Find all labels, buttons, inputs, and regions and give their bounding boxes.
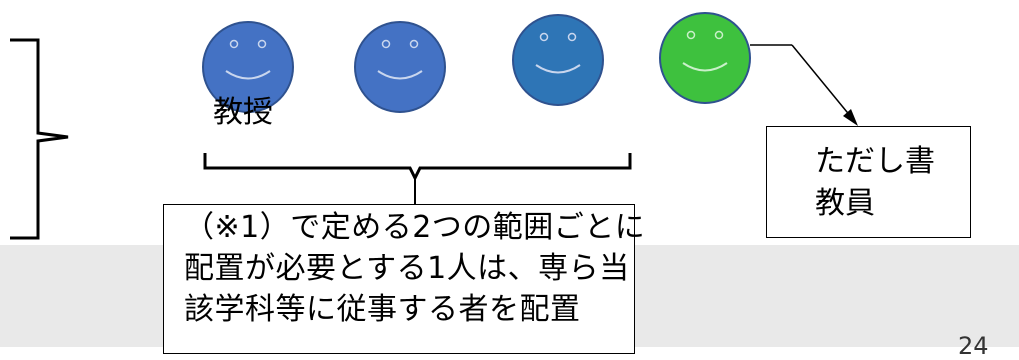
label-professor: 教授 — [213, 95, 273, 130]
requirement-line-2: 配置が必要とする1人は、専ら当 — [184, 251, 630, 286]
left-brace — [10, 38, 69, 240]
requirement-line-1: （※1）で定める2つの範囲ごとに — [184, 210, 646, 245]
connector-arrow — [750, 44, 858, 126]
smiley-face-icon — [659, 12, 751, 104]
requirement-box: （※1）で定める2つの範囲ごとに 配置が必要とする1人は、専ら当 該学科等に従事… — [163, 204, 646, 354]
smiley-face-icon — [512, 14, 604, 106]
proviso-line-2: 教員 — [815, 186, 875, 221]
proviso-box: ただし書 教員 — [766, 126, 971, 238]
page-number: 24 — [958, 332, 989, 360]
smiley-face-icon — [354, 21, 446, 113]
requirement-line-3: 該学科等に従事する者を配置 — [184, 292, 581, 327]
proviso-line-1: ただし書 — [815, 144, 935, 179]
bottom-brace — [203, 153, 632, 182]
smiley-face-icon — [202, 21, 294, 113]
diagram-canvas — [10, 12, 858, 240]
